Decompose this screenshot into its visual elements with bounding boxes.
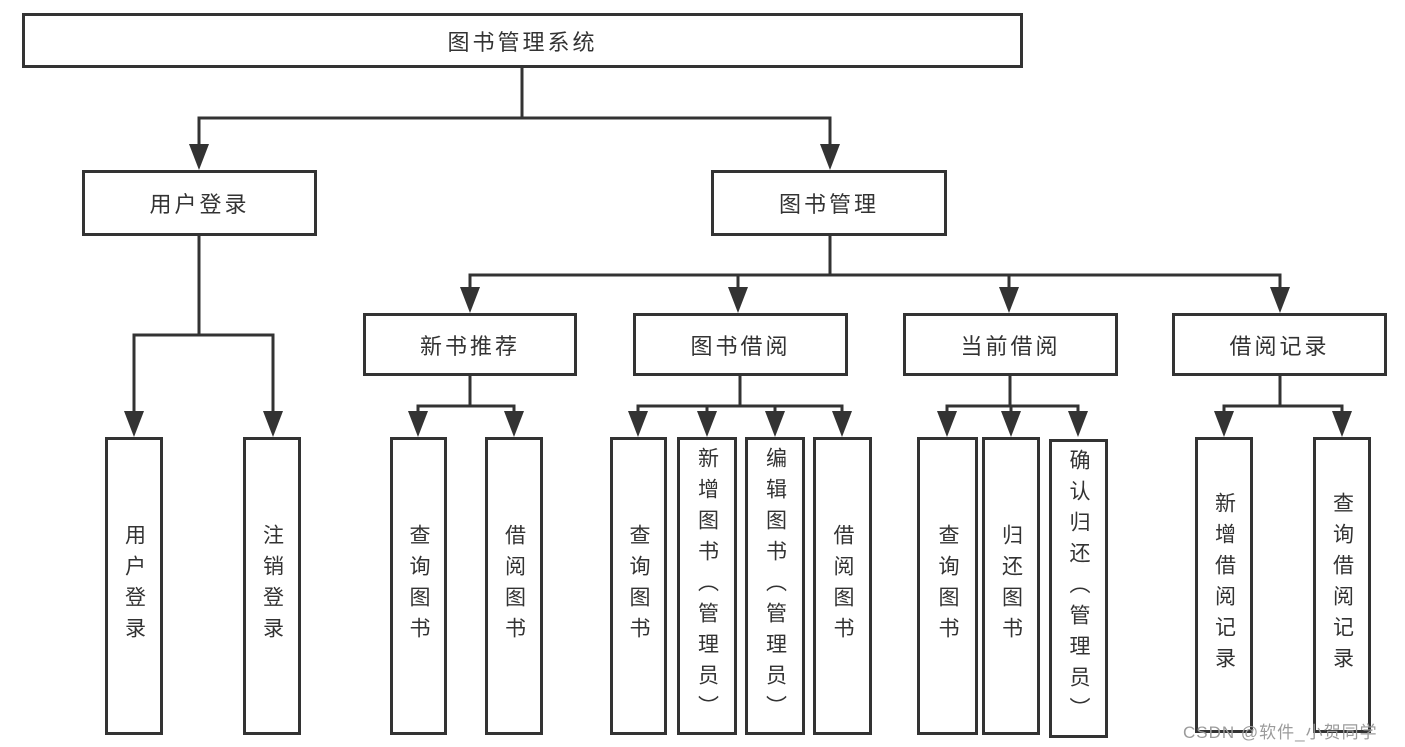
leaf-add-book-admin: 新增图书（管理员） (677, 437, 737, 735)
leaf-logout-label: 注销登录 (260, 524, 284, 648)
leaf-query-books-recommend-label: 查询图书 (407, 524, 430, 648)
leaf-query-books-borrow: 查询图书 (610, 437, 667, 735)
node-book-borrowing-label: 图书借阅 (690, 333, 791, 359)
leaf-query-books-current: 查询图书 (917, 437, 978, 735)
node-library-system-label: 图书管理系统 (447, 29, 598, 55)
leaf-logout: 注销登录 (243, 437, 301, 735)
node-borrowing-records: 借阅记录 (1172, 313, 1387, 376)
leaf-add-borrow-record-label: 新增借阅记录 (1212, 492, 1236, 678)
node-user-login-label: 用户登录 (149, 192, 250, 217)
leaf-confirm-return-admin-label: 确认归还（管理员） (1067, 449, 1090, 728)
leaf-borrow-books-recommend: 借阅图书 (485, 437, 543, 735)
node-current-borrowing-label: 当前借阅 (960, 333, 1061, 359)
node-new-book-recommend-label: 新书推荐 (419, 333, 520, 359)
arrowheads (124, 144, 1352, 437)
leaf-return-book: 归还图书 (982, 437, 1040, 735)
csdn-watermark: CSDN @软件_小贺同学 (1183, 723, 1378, 742)
node-borrowing-records-label: 借阅记录 (1229, 333, 1330, 359)
leaf-query-books-recommend: 查询图书 (390, 437, 447, 735)
leaf-query-borrow-record-label: 查询借阅记录 (1330, 492, 1354, 678)
leaf-borrow-books-borrow-label: 借阅图书 (831, 524, 854, 648)
leaf-edit-book-admin-label: 编辑图书（管理员） (763, 446, 787, 726)
leaf-edit-book-admin: 编辑图书（管理员） (745, 437, 805, 735)
leaf-query-books-current-label: 查询图书 (936, 524, 959, 648)
leaf-borrow-books-recommend-label: 借阅图书 (502, 524, 526, 648)
node-book-borrowing: 图书借阅 (633, 313, 848, 376)
leaf-add-book-admin-label: 新增图书（管理员） (695, 446, 719, 726)
leaf-borrow-books-borrow: 借阅图书 (813, 437, 872, 735)
leaf-query-borrow-record: 查询借阅记录 (1313, 437, 1371, 733)
leaf-return-book-label: 归还图书 (999, 524, 1023, 648)
leaf-user-login: 用户登录 (105, 437, 163, 735)
node-new-book-recommend: 新书推荐 (363, 313, 577, 376)
node-current-borrowing: 当前借阅 (903, 313, 1118, 376)
node-book-management: 图书管理 (711, 170, 947, 236)
leaf-confirm-return-admin: 确认归还（管理员） (1049, 439, 1108, 738)
node-user-login: 用户登录 (82, 170, 317, 236)
leaf-add-borrow-record: 新增借阅记录 (1195, 437, 1253, 733)
node-book-management-label: 图书管理 (778, 192, 879, 217)
node-library-system: 图书管理系统 (22, 13, 1023, 68)
leaf-query-books-borrow-label: 查询图书 (627, 524, 650, 648)
leaf-user-login-label: 用户登录 (122, 524, 146, 648)
